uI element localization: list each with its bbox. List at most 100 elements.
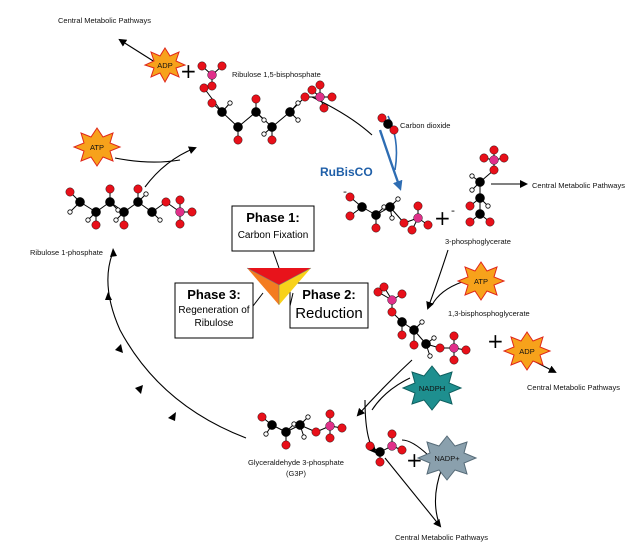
hydrogen-atom	[395, 196, 401, 202]
hydrogen-atom	[261, 117, 267, 123]
hydrogen-atom	[67, 209, 73, 215]
phase-1-subtitle: Carbon Fixation	[238, 230, 309, 241]
burst-icon	[502, 331, 552, 371]
oxygen-atom	[251, 94, 261, 104]
chevron-marker	[115, 344, 123, 353]
oxygen-atom	[300, 92, 310, 102]
cycle-direction-markers	[105, 248, 176, 421]
oxygen-atom	[449, 331, 459, 341]
output-arrow-bottom-1	[384, 457, 442, 528]
carbon-atom	[267, 420, 277, 430]
burst-icon	[416, 435, 478, 481]
rubp-label: Ribulose 1,5-bisphosphate	[232, 70, 321, 79]
carbon-atom	[357, 202, 367, 212]
burst-icon	[401, 365, 463, 411]
arc-bpg-to-g3p	[356, 359, 413, 417]
hydrogen-atom	[469, 173, 475, 179]
oxygen-atom	[175, 219, 185, 229]
nadph-curve	[371, 377, 411, 411]
hydrogen-atom	[295, 100, 301, 106]
hydrogen-atom	[389, 215, 395, 221]
molecule-pga-left	[345, 192, 433, 235]
hydrogen-atom	[263, 431, 269, 437]
atp-left-badge: ATP	[72, 127, 122, 167]
co2-label: Carbon dioxide	[400, 121, 450, 130]
hydrogen-atom	[301, 434, 307, 440]
oxygen-atom	[207, 81, 217, 91]
oxygen-atom	[119, 220, 129, 230]
phase-2-subtitle: Reduction	[295, 305, 363, 322]
oxygen-atom	[365, 441, 375, 451]
carbon-atom	[295, 420, 305, 430]
bpg-label: 1,3-bisphosphoglycerate	[448, 309, 530, 318]
atp-right-label: ATP	[474, 277, 488, 286]
output-arrow-top	[118, 38, 159, 65]
plus-sign: +	[487, 329, 504, 353]
carbon-atom	[383, 119, 393, 129]
oxygen-atom	[461, 345, 471, 355]
oxygen-atom	[325, 409, 335, 419]
plus-sign: +	[434, 206, 451, 230]
nadp-curve	[401, 439, 429, 456]
phosphorus-atom	[325, 421, 335, 431]
oxygen-atom	[337, 423, 347, 433]
oxygen-atom	[465, 201, 475, 211]
oxygen-atom	[325, 433, 335, 443]
oxygen-atom	[499, 153, 509, 163]
oxygen-atom	[65, 187, 75, 197]
carbon-atom	[475, 209, 485, 219]
carbon-atom	[217, 107, 227, 117]
phosphorus-atom	[413, 213, 423, 223]
oxygen-atom	[485, 217, 495, 227]
atp-right-badge: ATP	[456, 261, 506, 301]
oxygen-atom	[161, 197, 171, 207]
chevron-marker	[168, 412, 176, 421]
carbon-atom	[385, 202, 395, 212]
atp-left-label: ATP	[90, 143, 104, 152]
g3p-label-line2: (G3P)	[286, 469, 307, 478]
phosphorus-atom	[449, 343, 459, 353]
nadp-plus-label: NADP+	[434, 454, 460, 463]
adp-top-badge: ADP	[143, 47, 187, 84]
oxygen-atom	[327, 92, 337, 102]
adp-top-label: ADP	[157, 61, 172, 70]
phosphorus-atom	[315, 92, 325, 102]
oxygen-atom	[315, 80, 325, 90]
output-label-top-left: Central Metabolic Pathways	[58, 16, 151, 25]
phase-3-box: Phase 3: Regeneration of Ribulose	[174, 282, 254, 339]
atp-curve-right	[431, 281, 463, 306]
phase-3-subtitle-line1: Regeneration of	[178, 305, 249, 316]
phase-1-title: Phase 1:	[246, 210, 299, 225]
charge-minus: -	[451, 204, 455, 217]
phase-3-subtitle-line2: Ribulose	[195, 318, 234, 329]
oxygen-atom	[345, 192, 355, 202]
carbon-atom	[147, 207, 157, 217]
oxygen-atom	[489, 145, 499, 155]
pga-label: 3-phosphoglycerate	[445, 237, 511, 246]
oxygen-atom	[207, 98, 217, 108]
phosphorus-atom	[175, 207, 185, 217]
output-label-right-mid: Central Metabolic Pathways	[527, 383, 620, 392]
oxygen-atom	[397, 289, 407, 299]
ru1p-label: Ribulose 1-phosphate	[30, 248, 103, 257]
arc-g3p-to-ru1p	[107, 251, 247, 439]
oxygen-atom	[399, 218, 409, 228]
hydrogen-atom	[227, 100, 233, 106]
hydrogen-atom	[113, 217, 119, 223]
carbon-atom	[475, 193, 485, 203]
hydrogen-atom	[143, 191, 149, 197]
carbon-atom	[421, 339, 431, 349]
oxygen-atom	[435, 343, 445, 353]
arc-ru1p-to-rubp	[144, 146, 197, 188]
triangle-orange-segment	[247, 268, 279, 305]
carbon-atom	[409, 325, 419, 335]
hydrogen-atom	[261, 131, 267, 137]
phosphorus-atom	[207, 70, 217, 80]
molecule-g3p-out	[365, 429, 407, 467]
molecule-ru1p	[65, 184, 197, 230]
output-arrows	[114, 38, 557, 528]
output-arrow-bottom-2	[434, 467, 443, 527]
molecule-rubp	[197, 61, 337, 145]
oxygen-atom	[197, 61, 207, 71]
hydrogen-atom	[427, 353, 433, 359]
